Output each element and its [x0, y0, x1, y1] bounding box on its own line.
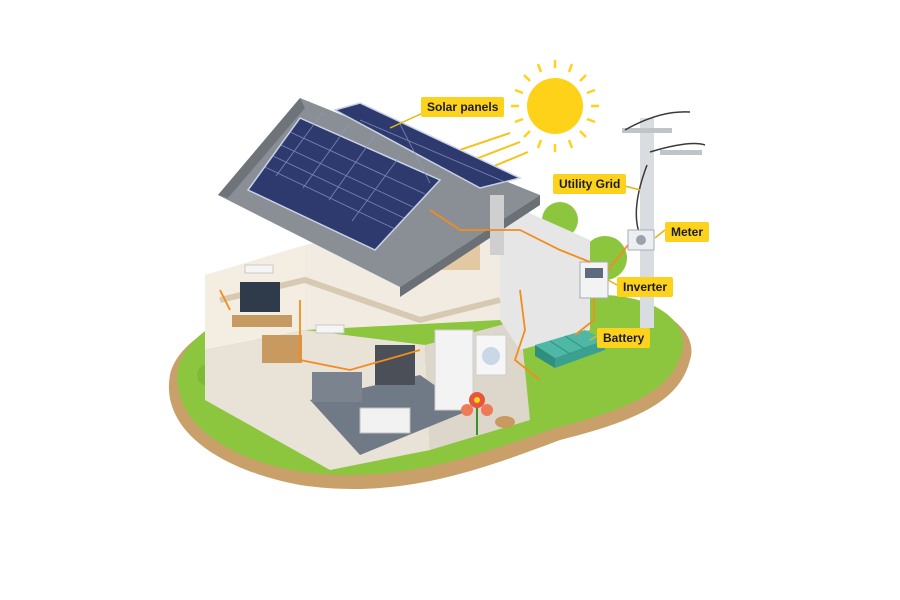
label-utility-grid: Utility Grid	[553, 174, 627, 194]
label-solar-panels: Solar panels	[421, 97, 505, 117]
label-meter: Meter	[665, 222, 710, 242]
meter-icon	[627, 229, 655, 251]
battery-icon	[535, 330, 605, 368]
chimney	[490, 195, 504, 255]
label-connectors	[389, 111, 666, 341]
label-battery: Battery	[597, 328, 651, 348]
rock	[495, 416, 515, 428]
interior-furniture	[232, 245, 507, 434]
utility-pole	[622, 111, 706, 328]
solar-panels-icon	[246, 102, 523, 251]
label-inverter: Inverter	[617, 277, 674, 297]
sun-icon	[511, 60, 599, 152]
wiring	[219, 209, 629, 381]
inverter-icon	[579, 261, 609, 299]
flower	[461, 392, 493, 435]
